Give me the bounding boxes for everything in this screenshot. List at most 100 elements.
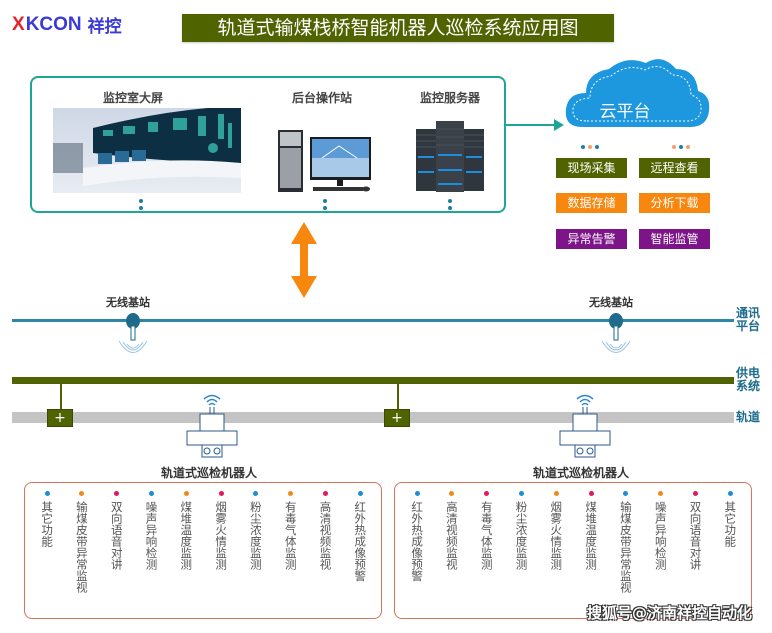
base-station-label-2: 无线基站 (589, 296, 633, 309)
logo-brand: KCON (25, 13, 82, 35)
bullet-dot-icon (727, 491, 733, 496)
function-label: 烟雾火情监测 (214, 501, 229, 570)
function-label: 红外热成像预警 (353, 501, 368, 582)
base-station-label-1: 无线基站 (106, 296, 150, 309)
function-label: 煤堆温度监测 (584, 501, 599, 570)
function-label: 双向语音对讲 (688, 501, 703, 570)
function-label: 煤堆温度监测 (179, 501, 194, 570)
logo-mark: X (12, 13, 25, 35)
bullet-dot-icon (414, 491, 420, 496)
function-label: 噪声异响检测 (144, 501, 159, 570)
function-label: 烟雾火情监测 (549, 501, 564, 570)
rail-robot-icon-1 (186, 394, 238, 458)
function-item: 粉尘浓度监测 (513, 491, 529, 570)
wireless-base-station-icon-1 (118, 313, 148, 353)
function-item: 红外热成像预警 (352, 491, 368, 582)
bullet-dot-icon (44, 491, 50, 496)
feature-remote-view: 远程查看 (639, 158, 710, 178)
power-label-line2: 系统 (736, 379, 761, 393)
communication-line (12, 319, 734, 322)
feature-smart-supervision: 智能监管 (639, 229, 710, 249)
robot-label-2: 轨道式巡检机器人 (533, 466, 630, 480)
arrow-right-icon (554, 119, 564, 131)
robot-label-1: 轨道式巡检机器人 (161, 466, 258, 480)
cloud-platform-label: 云平台 (599, 102, 651, 122)
feature-onsite-collection: 现场采集 (556, 158, 627, 178)
function-label: 有毒气体监测 (283, 501, 298, 570)
cloud-dots-left (581, 134, 602, 153)
bullet-dot-icon (449, 491, 455, 496)
comm-label-line2: 平台 (736, 319, 761, 333)
connector-dots-workstation (323, 199, 327, 213)
function-item: 烟雾火情监测 (548, 491, 564, 570)
bullet-dot-icon (79, 491, 85, 496)
function-item: 噪声异响检测 (653, 491, 669, 570)
wireless-base-station-icon-2 (601, 313, 631, 353)
function-label: 其它功能 (40, 501, 55, 547)
robot-functions-box-2: 红外热成像预警 高清视频监视 有毒气体监测 粉尘浓度监测 烟雾火情监测 煤堆温度监测 输煤皮… (394, 482, 752, 619)
function-item: 其它功能 (722, 491, 738, 547)
function-item: 噪声异响检测 (143, 491, 159, 570)
function-item: 煤堆温度监测 (178, 491, 194, 570)
diagram-title: 轨道式输煤栈桥智能机器人巡检系统应用图 (182, 14, 614, 42)
cloud-dots-right (672, 134, 693, 153)
function-item: 输煤皮带异常监视 (618, 491, 634, 593)
function-label: 输煤皮带异常监视 (618, 501, 633, 593)
feature-anomaly-alarm: 异常告警 (556, 229, 627, 249)
bullet-dot-icon (114, 491, 120, 496)
function-label: 双向语音对讲 (109, 501, 124, 570)
function-item: 有毒气体监测 (283, 491, 299, 570)
bullet-dot-icon (357, 491, 363, 496)
server-label: 监控服务器 (419, 91, 480, 105)
bullet-dot-icon (322, 491, 328, 496)
function-label: 粉尘浓度监测 (248, 501, 263, 570)
monitoring-center-panel (30, 76, 506, 213)
function-label: 有毒气体监测 (479, 501, 494, 570)
function-item: 双向语音对讲 (687, 491, 703, 570)
function-item: 其它功能 (39, 491, 55, 547)
rail-label: 轨道 (736, 410, 761, 424)
function-label: 输煤皮带异常监视 (74, 501, 89, 593)
bullet-dot-icon (183, 491, 189, 496)
rail-track (12, 412, 734, 423)
function-item: 煤堆温度监测 (583, 491, 599, 570)
feature-data-storage: 数据存储 (556, 193, 627, 213)
workstation-label: 后台操作站 (291, 91, 352, 105)
power-supply-line (12, 377, 734, 384)
bullet-dot-icon (484, 491, 490, 496)
function-item: 烟雾火情监测 (213, 491, 229, 570)
bullet-dot-icon (588, 491, 594, 496)
bullet-dot-icon (253, 491, 259, 496)
logo-cn: 祥控 (87, 17, 122, 36)
function-label: 粉尘浓度监测 (514, 501, 529, 570)
function-item: 双向语音对讲 (109, 491, 125, 570)
function-item: 粉尘浓度监测 (248, 491, 264, 570)
cloud-platform-icon (565, 59, 710, 127)
bullet-dot-icon (218, 491, 224, 496)
power-tap-wire-1 (60, 384, 62, 409)
comm-label-line1: 通讯 (736, 306, 761, 320)
cloud-connector-line (506, 124, 558, 126)
robot-functions-box-1: 其它功能 输煤皮带异常监视 双向语音对讲 噪声异响检测 煤堆温度监测 烟雾火情监测 粉尘浓度… (24, 482, 382, 619)
power-system-label: 供电 系统 (736, 367, 760, 393)
function-item: 有毒气体监测 (479, 491, 495, 570)
control-room-image (53, 108, 241, 193)
bullet-dot-icon (623, 491, 629, 496)
comm-platform-label: 通讯 平台 (736, 307, 760, 333)
function-item: 高清视频监视 (317, 491, 333, 570)
connector-dots-control-room (139, 199, 143, 213)
control-room-label: 监控室大屏 (102, 91, 163, 105)
function-item: 输煤皮带异常监视 (74, 491, 90, 593)
bullet-dot-icon (288, 491, 294, 496)
function-item: 高清视频监视 (444, 491, 460, 570)
function-item: 红外热成像预警 (409, 491, 425, 582)
connector-dots-server (448, 199, 452, 213)
function-label: 高清视频监视 (444, 501, 459, 570)
function-label: 其它功能 (723, 501, 738, 547)
power-tap-wire-2 (397, 384, 399, 409)
bullet-dot-icon (658, 491, 664, 496)
watermark: 搜狐号@济南祥控自动化 (586, 604, 752, 622)
bullet-dot-icon (148, 491, 154, 496)
bullet-dot-icon (518, 491, 524, 496)
